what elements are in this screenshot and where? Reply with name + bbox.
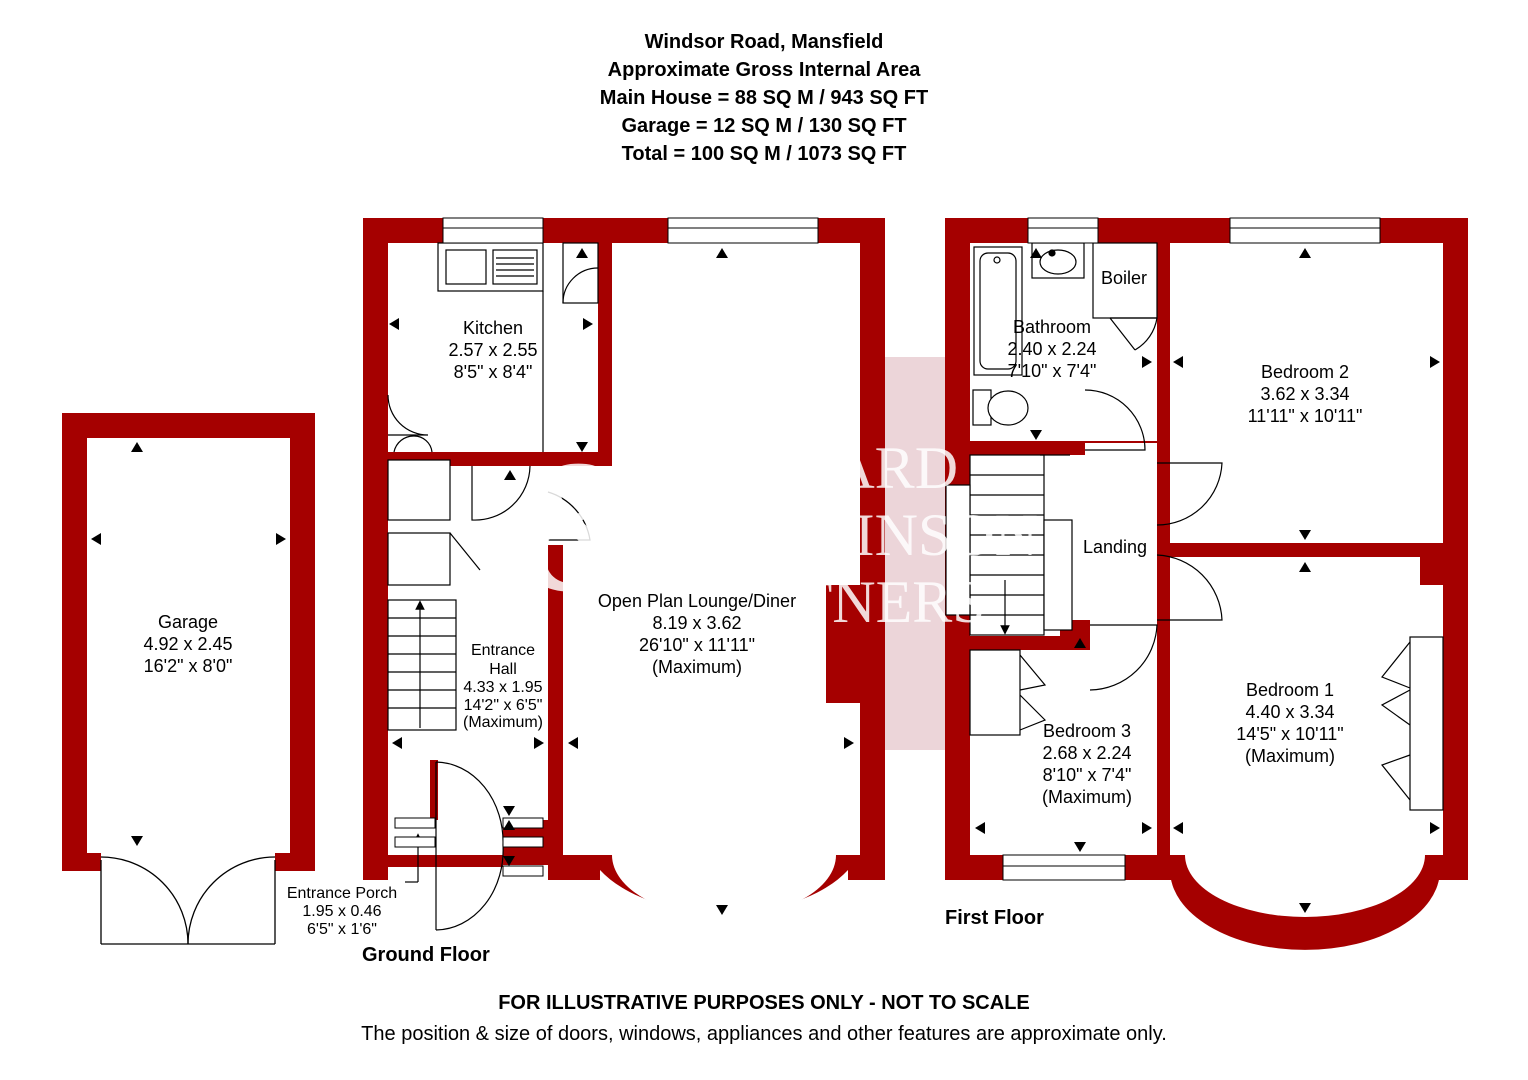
svg-text:PARTNERS: PARTNERS bbox=[688, 569, 986, 635]
garage-arrows bbox=[91, 442, 286, 846]
first-floor-label: First Floor bbox=[945, 907, 1044, 929]
ground-floor-label: Ground Floor bbox=[362, 944, 490, 966]
garage-area: Garage = 12 SQ M / 130 SQ FT bbox=[621, 115, 907, 137]
svg-text:4.92 x 2.45: 4.92 x 2.45 bbox=[143, 634, 232, 654]
bedroom1-label: Bedroom 1 bbox=[1246, 680, 1334, 700]
svg-text:8'5" x 8'4": 8'5" x 8'4" bbox=[454, 362, 533, 382]
landing-label: Landing bbox=[1083, 537, 1147, 557]
svg-text:3.62 x 3.34: 3.62 x 3.34 bbox=[1260, 384, 1349, 404]
footer-note: The position & size of doors, windows, a… bbox=[361, 1023, 1167, 1045]
ground-floor-walls bbox=[363, 218, 885, 880]
ground-stairs bbox=[387, 599, 457, 731]
svg-text:2.68 x 2.24: 2.68 x 2.24 bbox=[1042, 743, 1131, 763]
bedroom3-label: Bedroom 3 bbox=[1043, 721, 1131, 741]
svg-text:(Maximum): (Maximum) bbox=[1042, 787, 1132, 807]
svg-text:16'2" x 8'0": 16'2" x 8'0" bbox=[144, 656, 233, 676]
disclaimer: FOR ILLUSTRATIVE PURPOSES ONLY - NOT TO … bbox=[498, 992, 1030, 1014]
svg-text:(Maximum): (Maximum) bbox=[1245, 746, 1335, 766]
ground-windows bbox=[394, 217, 819, 877]
svg-text:7'10" x 7'4": 7'10" x 7'4" bbox=[1008, 361, 1097, 381]
bedroom2-label: Bedroom 2 bbox=[1261, 362, 1349, 382]
svg-text:(Maximum): (Maximum) bbox=[652, 657, 742, 677]
svg-text:14'2" x 6'5": 14'2" x 6'5" bbox=[464, 697, 543, 714]
area-title: Approximate Gross Internal Area bbox=[607, 59, 921, 81]
bedroom1-bay-window bbox=[1170, 855, 1440, 950]
svg-text:11'11" x 10'11": 11'11" x 10'11" bbox=[1248, 406, 1363, 426]
svg-text:6'5" x 1'6": 6'5" x 1'6" bbox=[307, 921, 377, 938]
hall-label: Entrance bbox=[471, 642, 535, 659]
lounge-label: Open Plan Lounge/Diner bbox=[598, 591, 796, 611]
floor-labels: Ground Floor First Floor bbox=[362, 907, 1044, 966]
svg-text:WATKINSON: WATKINSON bbox=[688, 502, 1038, 568]
first-arrows bbox=[975, 248, 1440, 913]
first-windows bbox=[1002, 217, 1381, 881]
svg-text:RICHARD: RICHARD bbox=[688, 435, 958, 501]
first-doors bbox=[969, 389, 1444, 811]
svg-text:(Maximum): (Maximum) bbox=[463, 714, 543, 731]
svg-text:Hall: Hall bbox=[489, 661, 517, 678]
main-house-area: Main House = 88 SQ M / 943 SQ FT bbox=[599, 87, 929, 109]
bathroom-label: Bathroom bbox=[1013, 317, 1091, 337]
svg-text:26'10" x 11'11": 26'10" x 11'11" bbox=[639, 635, 755, 655]
svg-text:8.19 x 3.62: 8.19 x 3.62 bbox=[652, 613, 741, 633]
porch-label: Entrance Porch bbox=[287, 885, 397, 902]
header-block: Windsor Road, Mansfield Approximate Gros… bbox=[0, 28, 1528, 168]
lounge-bay-window bbox=[600, 855, 848, 918]
garage-structure bbox=[62, 413, 315, 945]
svg-text:4.40 x 3.34: 4.40 x 3.34 bbox=[1245, 702, 1334, 722]
svg-text:2.57 x 2.55: 2.57 x 2.55 bbox=[448, 340, 537, 360]
boiler-label: Boiler bbox=[1101, 268, 1147, 288]
room-labels: Garage 4.92 x 2.45 16'2" x 8'0" Kitchen … bbox=[143, 268, 1362, 938]
footer: FOR ILLUSTRATIVE PURPOSES ONLY - NOT TO … bbox=[361, 992, 1167, 1045]
kitchen-label: Kitchen bbox=[463, 318, 523, 338]
svg-text:8'10" x 7'4": 8'10" x 7'4" bbox=[1043, 765, 1132, 785]
ground-arrows bbox=[389, 248, 854, 915]
svg-text:14'5" x 10'11": 14'5" x 10'11" bbox=[1236, 724, 1343, 744]
svg-text:2.40 x 2.24: 2.40 x 2.24 bbox=[1007, 339, 1096, 359]
address-title: Windsor Road, Mansfield bbox=[644, 31, 884, 53]
svg-text:4.33 x 1.95: 4.33 x 1.95 bbox=[463, 679, 542, 696]
svg-text:1.95 x 0.46: 1.95 x 0.46 bbox=[302, 903, 381, 920]
garage-label: Garage bbox=[158, 612, 218, 632]
watermark: RICHARD WATKINSON PARTNERS & bbox=[520, 422, 1038, 635]
total-area: Total = 100 SQ M / 1073 SQ FT bbox=[621, 143, 907, 165]
bathroom-fittings bbox=[972, 242, 1158, 426]
first-stairs bbox=[945, 454, 1073, 636]
watermark-ampersand: & bbox=[520, 422, 668, 632]
